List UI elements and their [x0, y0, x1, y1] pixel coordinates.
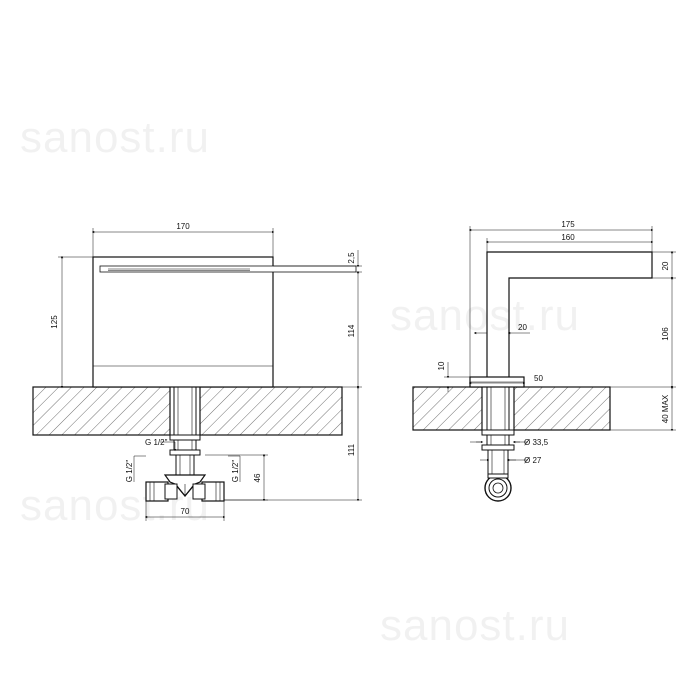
dim-front-spout: 2,5 — [347, 252, 356, 264]
dim-front-spout-height: 114 — [347, 324, 356, 337]
label-inlet-thread: G 1/2" — [145, 438, 168, 447]
dim-side-top-thickness: 20 — [661, 261, 670, 270]
front-shank — [173, 386, 197, 436]
front-view: 170 125 2,5 114 111 — [32, 222, 362, 521]
dim-front-below-counter: 111 — [347, 443, 356, 456]
dim-side-nut-diameter: Ø 33,5 — [524, 438, 549, 447]
dim-side-length: 175 — [561, 220, 575, 229]
dim-tee-width: 70 — [181, 507, 190, 516]
watermark-bottom-left: sanost.ru — [20, 481, 210, 530]
label-left-thread: G 1/2" — [125, 460, 134, 483]
front-locknut — [169, 434, 201, 441]
dim-side-shank-diameter: Ø 27 — [524, 456, 542, 465]
side-locknut — [481, 429, 515, 436]
dim-side-height: 106 — [661, 327, 670, 341]
dim-side-counter-max: 40 MAX — [661, 394, 670, 423]
side-shank — [486, 386, 510, 431]
dim-side-reach: 160 — [561, 233, 575, 242]
dim-side-base-width: 50 — [534, 374, 543, 383]
dim-front-height: 125 — [50, 315, 59, 329]
front-body — [92, 256, 274, 388]
dim-side-base-height: 10 — [437, 361, 446, 370]
dim-tee-height: 46 — [253, 473, 262, 482]
watermark-middle-right: sanost.ru — [390, 291, 580, 340]
dim-front-width: 170 — [176, 222, 190, 231]
label-right-thread: G 1/2" — [231, 460, 240, 483]
dim-side-body-thickness: 20 — [518, 323, 527, 332]
watermark-top-left: sanost.ru — [20, 113, 210, 162]
watermark-bottom-right: sanost.ru — [380, 601, 570, 650]
side-view: 175 160 20 106 40 MAX 20 10 50 — [412, 220, 676, 502]
